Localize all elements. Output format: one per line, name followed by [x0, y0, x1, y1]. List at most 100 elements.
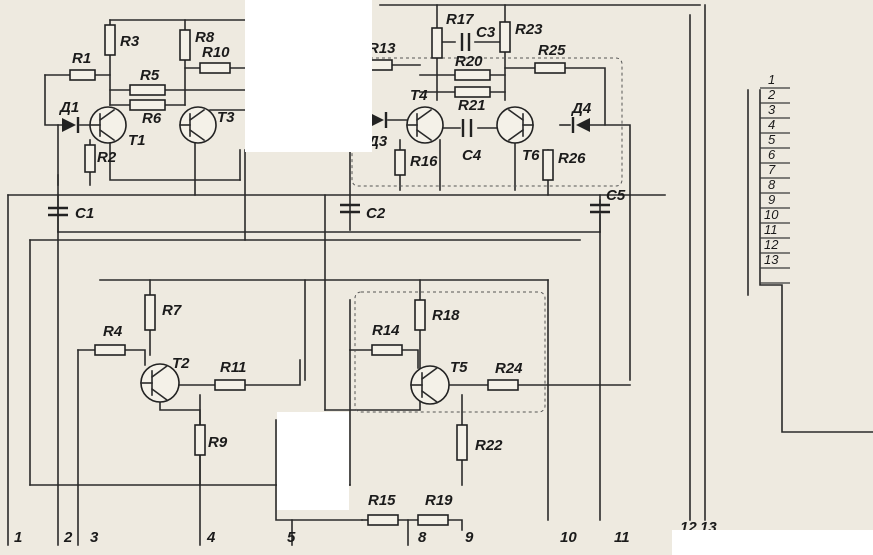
resistors [69, 21, 566, 526]
label-r19: R19 [425, 492, 453, 509]
connector-pin-3: 3 [768, 102, 776, 117]
label-t1: T1 [128, 132, 146, 149]
resistor-r11 [214, 379, 246, 391]
connector-pin-12: 12 [764, 237, 779, 252]
connector-pin-13: 13 [764, 252, 779, 267]
transistor-t6 [496, 106, 534, 144]
transistor-t4 [406, 106, 444, 144]
label-r17: R17 [446, 11, 474, 28]
terminal-1: 1 [14, 529, 22, 546]
terminal-8: 8 [418, 529, 427, 546]
resistor-r22 [456, 424, 468, 461]
transistor-t3 [179, 106, 217, 144]
label-r15: R15 [368, 492, 396, 509]
resistor-r17 [431, 27, 443, 59]
masked-regions [245, 0, 873, 555]
connector-pin-6: 6 [768, 147, 776, 162]
label-r18: R18 [432, 307, 460, 324]
label-c2: C2 [366, 205, 386, 222]
resistor-r24 [487, 379, 519, 391]
resistor-r26 [542, 149, 554, 181]
label-r26: R26 [558, 150, 586, 167]
transistor-t1 [89, 106, 127, 144]
label-r9: R9 [208, 434, 228, 451]
label-t5: T5 [450, 359, 468, 376]
connector-pin-2: 2 [767, 87, 776, 102]
label-t3: T3 [217, 109, 235, 126]
resistor-r9 [194, 424, 206, 456]
diode-d4 [571, 117, 590, 133]
label-r25: R25 [538, 42, 566, 59]
resistor-r18 [414, 299, 426, 331]
label-r21: R21 [458, 97, 486, 114]
label-r24: R24 [495, 360, 523, 377]
label-d1: Д1 [58, 99, 79, 116]
resistor-r2 [84, 144, 96, 173]
connector-pin-8: 8 [768, 177, 776, 192]
resistor-r6 [129, 99, 166, 111]
connector-pin-10: 10 [764, 207, 779, 222]
terminal-3: 3 [90, 529, 99, 546]
label-r1: R1 [72, 50, 91, 67]
resistor-r20 [454, 69, 491, 81]
resistor-r7 [144, 294, 156, 331]
label-r6: R6 [142, 110, 162, 127]
diode-d1 [62, 117, 80, 133]
connector-pin-4: 4 [768, 117, 775, 132]
connector-pin-9: 9 [768, 192, 775, 207]
component-labels: R1 R2 R3 R4 R5 R6 R7 R8 R9 R10 R11 R13 R… [58, 11, 626, 509]
transistors [89, 106, 534, 405]
label-r20: R20 [455, 53, 483, 70]
label-r22: R22 [475, 437, 503, 454]
label-t4: T4 [410, 87, 428, 104]
terminal-5: 5 [287, 529, 296, 546]
terminal-10: 10 [560, 529, 577, 546]
label-r10: R10 [202, 44, 230, 61]
label-r23: R23 [515, 21, 543, 38]
label-r4: R4 [103, 323, 123, 340]
connector-pin-7: 7 [768, 162, 776, 177]
connector-strip: 1 2 3 4 5 6 7 8 9 10 11 12 13 [747, 72, 873, 433]
label-r8: R8 [195, 29, 215, 46]
label-c3: C3 [476, 24, 496, 41]
label-t6: T6 [522, 147, 540, 164]
capacitor-c2 [340, 203, 360, 214]
resistor-r1 [69, 69, 96, 81]
terminal-labels: 1 2 3 4 5 8 9 10 11 12 13 [14, 519, 717, 546]
label-r13: R13 [368, 40, 396, 57]
connector-pin-5: 5 [768, 132, 776, 147]
label-r11: R11 [220, 359, 246, 376]
label-r2: R2 [97, 149, 117, 166]
connector-pin-11: 11 [764, 222, 778, 237]
label-c5: C5 [606, 187, 626, 204]
capacitors [48, 33, 610, 217]
label-t2: T2 [172, 355, 190, 372]
resistor-r3 [104, 24, 116, 56]
diode-d3 [370, 112, 388, 128]
label-c4: C4 [462, 147, 482, 164]
label-c1: C1 [75, 205, 94, 222]
terminal-4: 4 [206, 529, 216, 546]
capacitor-c3 [460, 33, 471, 51]
capacitor-c5 [590, 203, 610, 214]
resistor-r23 [499, 21, 511, 53]
resistor-r15 [367, 514, 399, 526]
transistor-t2 [140, 363, 180, 403]
terminal-9: 9 [465, 529, 474, 546]
resistor-r25 [534, 62, 566, 74]
label-r5: R5 [140, 67, 160, 84]
resistor-r8 [179, 29, 191, 61]
label-r14: R14 [372, 322, 400, 339]
transistor-t5 [410, 365, 450, 405]
terminal-11: 11 [614, 529, 630, 546]
terminal-2: 2 [63, 529, 73, 546]
connector-pin-1: 1 [768, 72, 775, 87]
resistor-r10 [199, 62, 231, 74]
resistor-r19 [417, 514, 449, 526]
capacitor-c1 [48, 206, 68, 217]
label-d4: Д4 [570, 100, 592, 117]
label-r16: R16 [410, 153, 438, 170]
resistor-r4 [94, 344, 126, 356]
resistor-r5 [129, 84, 166, 96]
